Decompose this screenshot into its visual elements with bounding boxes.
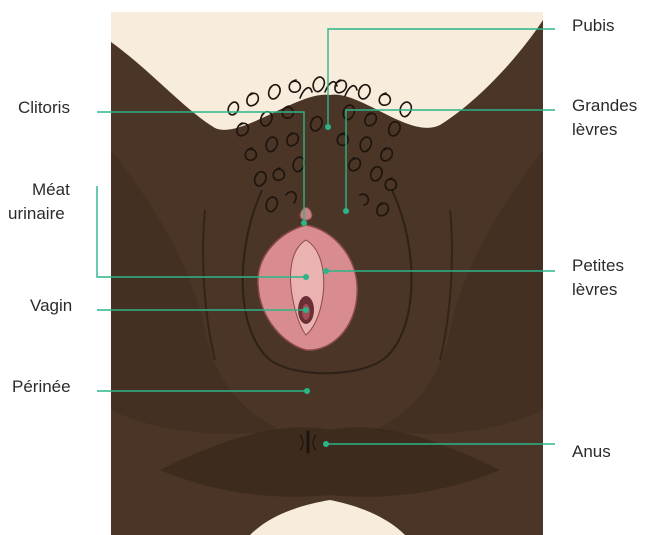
label-petites-levres-line1: Petites xyxy=(572,254,624,278)
label-grandes-levres-line1: Grandes xyxy=(572,94,637,118)
label-vagin-text: Vagin xyxy=(30,296,72,315)
label-petites-levres-line2: lèvres xyxy=(572,278,624,302)
label-grandes-levres-line2: lèvres xyxy=(572,118,637,142)
label-grandes-levres: Grandes lèvres xyxy=(572,94,637,142)
label-meat-urinaire: Méat urinaire xyxy=(8,178,70,226)
label-meat-urinaire-line2: urinaire xyxy=(8,202,70,226)
label-petites-levres: Petites lèvres xyxy=(572,254,624,302)
label-clitoris-text: Clitoris xyxy=(18,98,70,117)
dot-grandes-levres xyxy=(343,208,349,214)
clitoral-hood xyxy=(300,208,312,221)
dot-pubis xyxy=(325,124,331,130)
dot-meat-urinaire xyxy=(303,274,309,280)
label-clitoris: Clitoris xyxy=(18,96,70,120)
label-anus: Anus xyxy=(572,440,611,464)
label-pubis: Pubis xyxy=(572,14,615,38)
label-pubis-text: Pubis xyxy=(572,16,615,35)
dot-vagin xyxy=(303,307,309,313)
label-perinee: Périnée xyxy=(12,375,71,399)
label-meat-urinaire-line1: Méat xyxy=(8,178,70,202)
dot-anus xyxy=(323,441,329,447)
dot-petites-levres xyxy=(323,268,329,274)
label-anus-text: Anus xyxy=(572,442,611,461)
label-perinee-text: Périnée xyxy=(12,377,71,396)
dot-clitoris xyxy=(301,220,307,226)
dot-perinee xyxy=(304,388,310,394)
label-vagin: Vagin xyxy=(30,294,72,318)
